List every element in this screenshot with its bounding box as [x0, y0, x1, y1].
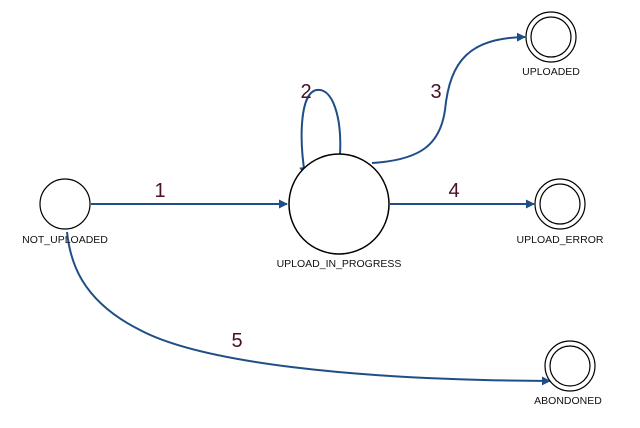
state-uploaded-inner-circle	[530, 16, 572, 58]
transition-1-label: 1	[154, 180, 165, 202]
state-upload-in-progress-label: UPLOAD_IN_PROGRESS	[277, 258, 402, 270]
state-upload-in-progress-circle	[288, 153, 390, 255]
transition-5-edge	[66, 231, 551, 386]
transition-1: 1	[91, 180, 288, 209]
transition-5-label: 5	[231, 330, 242, 352]
state-abondoned-inner-circle	[549, 345, 591, 387]
state-upload-error: UPLOAD_ERROR	[517, 178, 604, 246]
transition-3-edge	[371, 32, 526, 164]
state-abondoned: ABONDONED	[534, 340, 602, 407]
transition-3: 3	[371, 32, 526, 164]
state-upload-in-progress: UPLOAD_IN_PROGRESS	[277, 153, 402, 270]
transition-4-label: 4	[448, 180, 459, 202]
transition-3-label: 3	[430, 81, 441, 103]
state-uploaded-label: UPLOADED	[522, 66, 580, 78]
state-not-uploaded: NOT_UPLOADED	[22, 178, 108, 246]
state-abondoned-label: ABONDONED	[534, 395, 602, 407]
state-uploaded: UPLOADED	[522, 11, 580, 78]
transition-5: 5	[66, 231, 551, 386]
transition-4: 4	[390, 180, 535, 209]
transition-2-label: 2	[300, 81, 311, 103]
transition-2: 2	[299, 81, 342, 176]
state-not-uploaded-circle	[39, 178, 91, 230]
transition-2-edge	[299, 88, 342, 176]
state-upload-error-inner-circle	[539, 183, 581, 225]
state-upload-error-label: UPLOAD_ERROR	[517, 234, 604, 246]
state-not-uploaded-label: NOT_UPLOADED	[22, 234, 108, 246]
